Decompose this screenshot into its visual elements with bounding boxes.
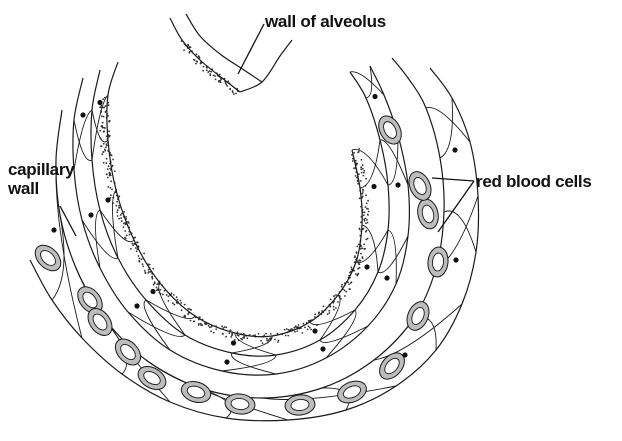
red-blood-cell	[284, 393, 316, 416]
label-red-blood-cells: red blood cells	[476, 172, 591, 191]
capillary-inner-wall	[73, 66, 409, 375]
interstitial-cell-outline	[222, 355, 276, 371]
alveolus-outer-wall	[91, 70, 389, 356]
interstitial-cell-outline	[320, 326, 368, 343]
red-blood-cell	[403, 298, 433, 334]
cell-nucleus	[224, 359, 229, 364]
cell-nucleus	[395, 182, 400, 187]
label-leader-lines	[60, 24, 474, 236]
red-blood-cell	[110, 334, 145, 370]
label-wall-of-alveolus: wall of alveolus	[265, 12, 386, 31]
alveolus-wall-top-flap-outer	[186, 14, 262, 82]
cell-nucleus	[51, 227, 56, 232]
red-blood-cell	[374, 112, 406, 148]
leader-alveolus	[238, 24, 264, 74]
cell-nucleus	[231, 340, 236, 345]
alveolar-lining-stipple	[99, 40, 369, 344]
cell-nucleus	[80, 112, 85, 117]
capillary-endothelial-outline	[426, 107, 470, 142]
wall-outlines	[30, 14, 479, 421]
label-capillary-wall: capillary wall	[8, 160, 88, 198]
cell-nucleus	[364, 264, 369, 269]
cell-nucleus	[372, 94, 377, 99]
interstitial-cell-outline	[388, 230, 396, 284]
cell-nucleus	[97, 100, 102, 105]
cell-nucleus	[88, 212, 93, 217]
capillary-endothelial-outline	[440, 98, 453, 158]
cell-nucleus	[384, 275, 389, 280]
cell-nucleus	[452, 147, 457, 152]
interstitial-cell-outline	[378, 236, 408, 273]
cell-nucleus	[312, 328, 317, 333]
cell-nucleus	[150, 289, 155, 294]
alveolus-wall-top-flap	[170, 18, 240, 92]
alveolus-inner-wall	[107, 62, 362, 337]
epithelial-cells	[52, 66, 478, 420]
leader-rbc-upper	[432, 178, 474, 181]
capillary-endothelial-outline	[146, 360, 288, 420]
cell-nucleus	[134, 303, 139, 308]
red-blood-cell	[427, 246, 450, 278]
capillary-middle-wall	[56, 58, 444, 398]
alveolar-cell-outline	[360, 140, 380, 188]
cell-nucleus	[105, 197, 110, 202]
cell-nucleus	[453, 257, 458, 262]
cell-nucleus	[371, 184, 376, 189]
red-blood-cells	[30, 112, 449, 416]
alveolus-wall-top-edge	[240, 40, 292, 92]
red-blood-cell	[134, 362, 170, 394]
red-blood-cell	[415, 197, 441, 231]
cell-nucleus	[320, 346, 325, 351]
